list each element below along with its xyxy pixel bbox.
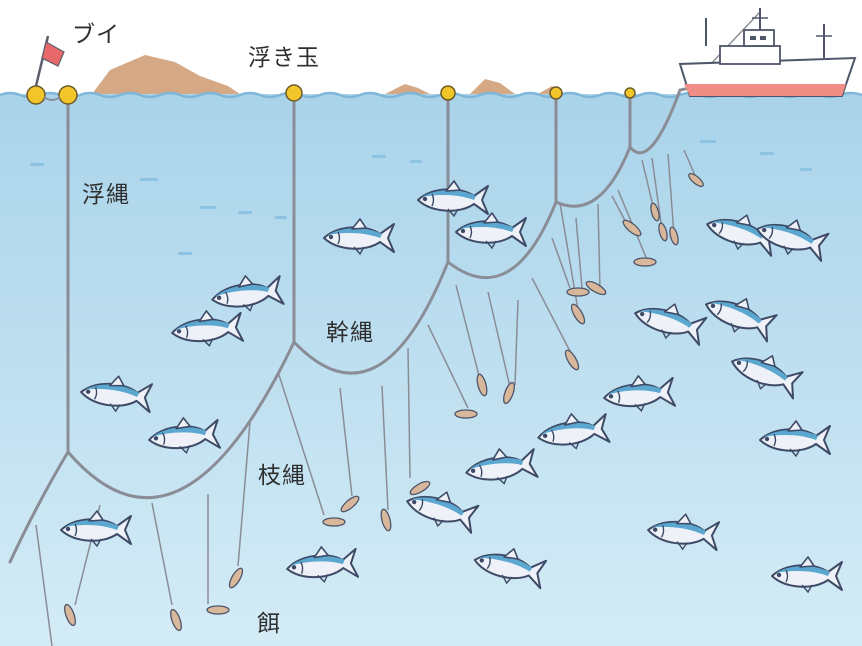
label-float: 浮き玉	[248, 45, 320, 71]
main-line-segment	[446, 200, 558, 280]
main-line-segment	[628, 86, 692, 155]
fishing-vessel	[678, 8, 857, 97]
float-ball	[285, 84, 303, 102]
buoy-flag	[34, 35, 65, 87]
label-float-line: 浮縄	[82, 182, 130, 208]
buoy-connector	[43, 96, 61, 101]
buoy-ball-1	[26, 85, 46, 105]
label-buoy: ブイ	[72, 22, 120, 48]
label-main-line: 幹縄	[326, 320, 374, 346]
buoy-ball-2	[58, 85, 78, 105]
main-line-segment	[8, 450, 70, 564]
ripples	[30, 140, 812, 255]
bait-hooks	[64, 172, 704, 632]
float-ball	[549, 86, 563, 100]
label-branch-line: 枝縄	[258, 463, 306, 489]
main-line-segment	[554, 145, 632, 208]
main-line-segment	[292, 260, 450, 375]
sea	[0, 94, 862, 646]
label-bait: 餌	[257, 611, 281, 637]
main-line-segment	[66, 340, 296, 500]
distant-islands	[92, 55, 566, 94]
ropes	[8, 86, 692, 564]
float-ball	[624, 87, 636, 99]
floats	[26, 84, 636, 105]
float-ball	[440, 85, 456, 101]
